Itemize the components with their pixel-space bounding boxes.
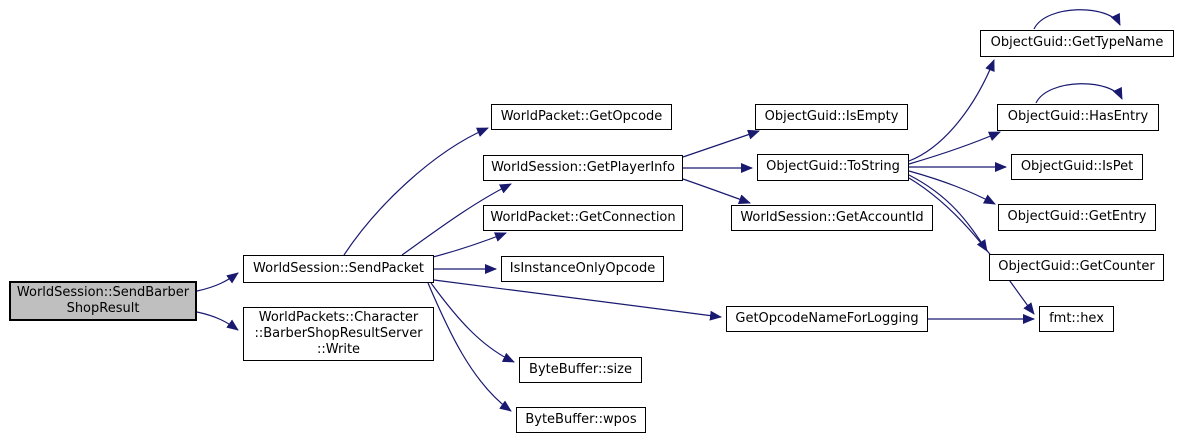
- node-bytebuffer-wpos[interactable]: ByteBuffer::wpos: [516, 407, 646, 433]
- node-send-packet[interactable]: WorldSession::SendPacket: [243, 255, 434, 283]
- node-is-instance-only-opcode[interactable]: IsInstanceOnlyOpcode: [501, 256, 664, 282]
- edge-to-string-to-get-type-name: [908, 59, 995, 162]
- edge-get-player-info-to-is-empty: [682, 129, 760, 158]
- edge-send-packet-to-get-opcode: [343, 127, 489, 256]
- edge-to-string-to-fmt-hex: [908, 177, 1035, 315]
- node-get-opcode-name-for-logging[interactable]: GetOpcodeNameForLogging: [726, 306, 928, 332]
- node-send-barber-shop-result: WorldSession::SendBarber ShopResult: [9, 281, 197, 321]
- node-to-string[interactable]: ObjectGuid::ToString: [757, 154, 909, 181]
- node-get-connection[interactable]: WorldPacket::GetConnection: [483, 205, 683, 231]
- edge-send-packet-to-get-connection: [432, 232, 507, 258]
- edge-has-entry-self-loop: [1035, 83, 1123, 104]
- node-get-counter[interactable]: ObjectGuid::GetCounter: [989, 254, 1164, 281]
- edge-to-string-to-has-entry: [908, 131, 1001, 165]
- edge-to-string-to-get-counter: [908, 174, 988, 252]
- node-get-entry[interactable]: ObjectGuid::GetEntry: [998, 204, 1156, 231]
- edge-to-string-to-get-entry: [908, 170, 996, 205]
- edge-send-barber-shop-result-to-send-packet: [196, 272, 239, 292]
- node-get-player-info[interactable]: WorldSession::GetPlayerInfo: [483, 155, 683, 181]
- edge-get-type-name-self-loop: [1033, 9, 1121, 30]
- node-barber-shop-result-server-write[interactable]: WorldPackets::Character ::BarberShopResu…: [243, 307, 434, 361]
- edge-get-player-info-to-get-account-id: [682, 178, 751, 204]
- edge-send-packet-to-bytebuffer-wpos: [427, 282, 512, 412]
- node-get-opcode[interactable]: WorldPacket::GetOpcode: [491, 104, 672, 130]
- edge-send-packet-to-get-player-info: [401, 183, 512, 256]
- edge-send-barber-shop-result-to-write: [196, 311, 239, 331]
- node-get-account-id[interactable]: WorldSession::GetAccountId: [731, 205, 933, 231]
- edge-send-packet-to-bytebuffer-size: [430, 282, 515, 363]
- node-bytebuffer-size[interactable]: ByteBuffer::size: [519, 357, 642, 383]
- node-is-pet[interactable]: ObjectGuid::IsPet: [1011, 154, 1143, 180]
- node-is-empty[interactable]: ObjectGuid::IsEmpty: [755, 104, 908, 130]
- edge-send-packet-to-get-opcode-name-for-logging: [433, 279, 722, 321]
- node-has-entry[interactable]: ObjectGuid::HasEntry: [997, 104, 1159, 131]
- node-fmt-hex[interactable]: fmt::hex: [1039, 306, 1114, 332]
- node-get-type-name[interactable]: ObjectGuid::GetTypeName: [980, 30, 1174, 57]
